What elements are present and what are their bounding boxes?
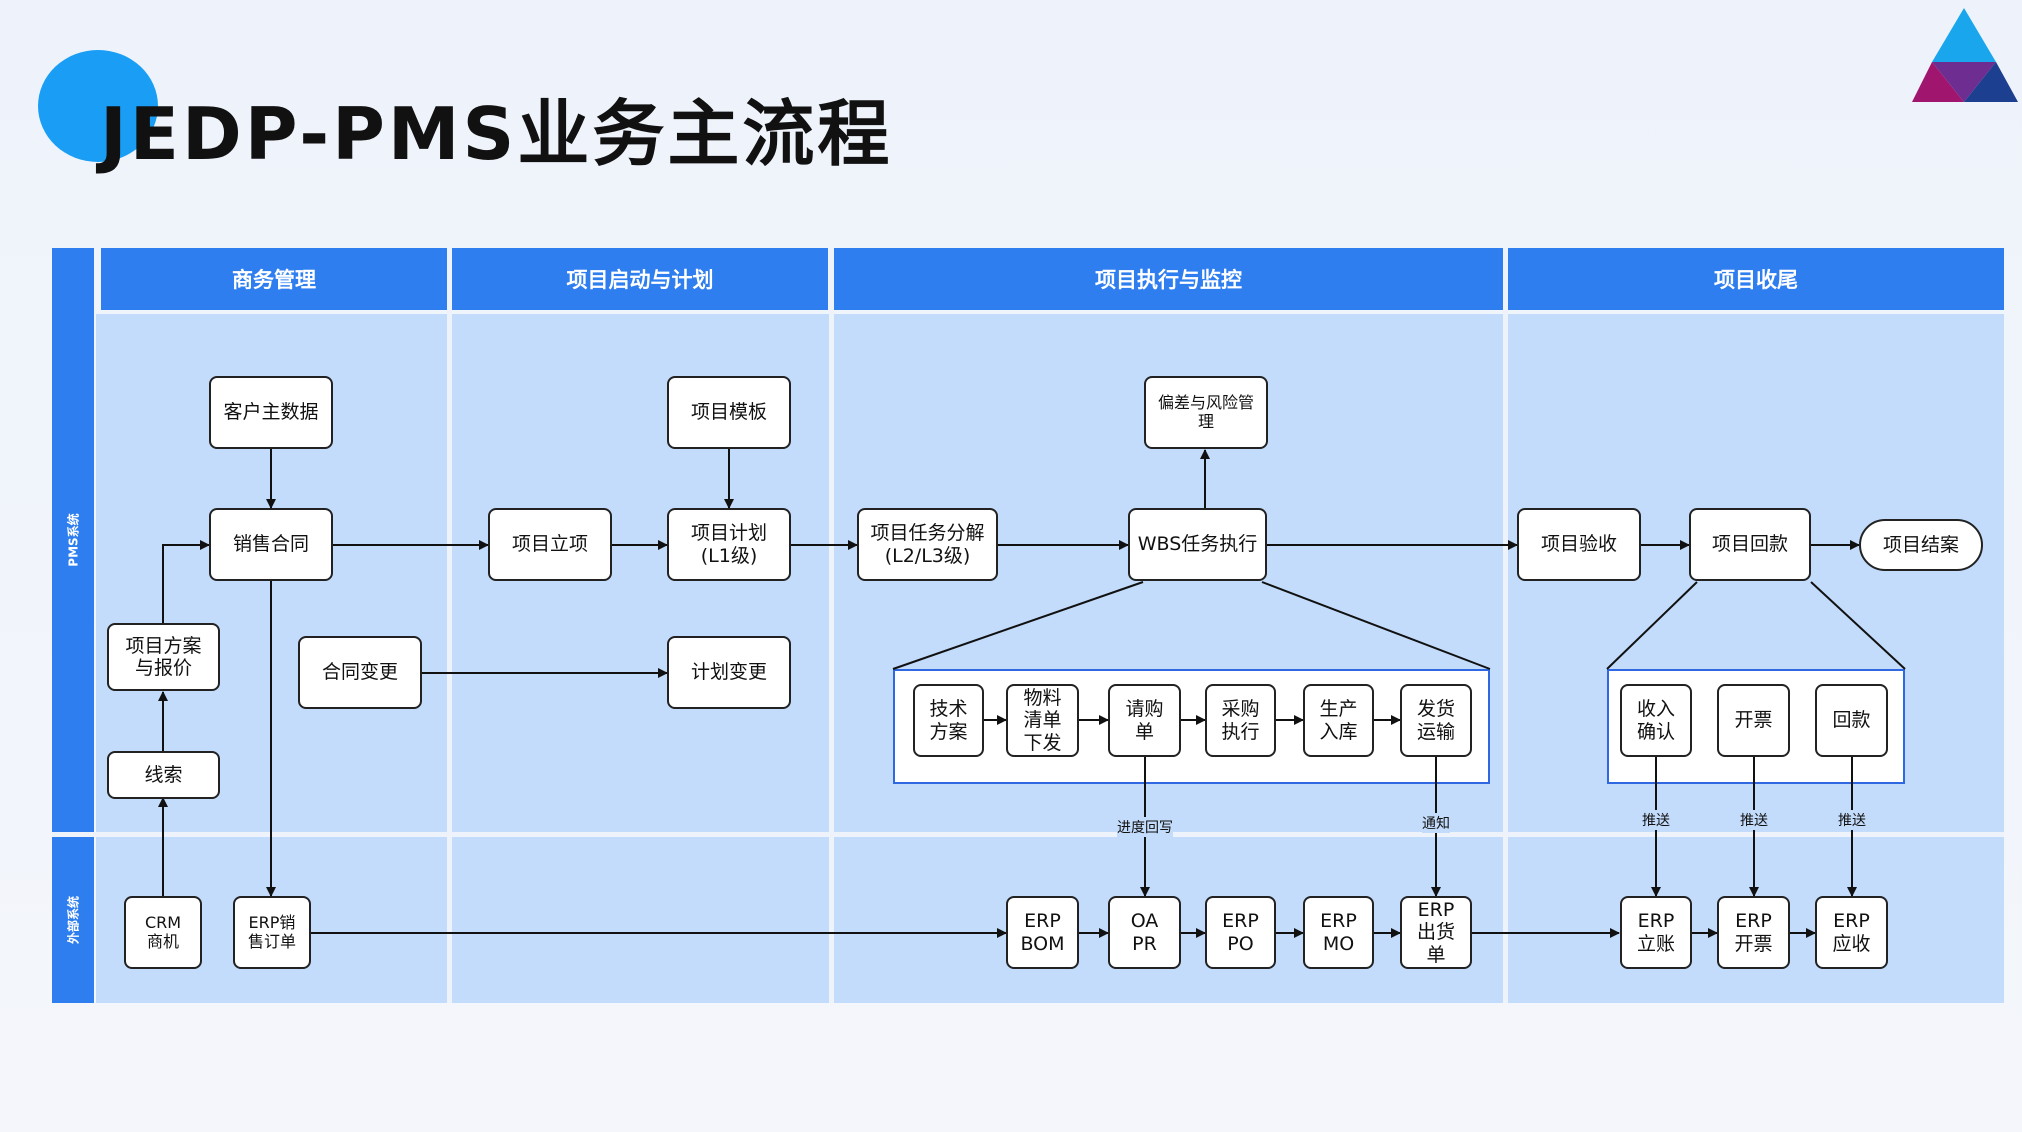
edge-label-progress-writeback: 进度回写 [1117, 817, 1173, 837]
node-erp-bom[interactable]: ERP BOM [1006, 896, 1079, 969]
node-erp-invoice[interactable]: ERP开票 [1717, 896, 1790, 969]
node-project-plan[interactable]: 项目计划(L1级) [667, 508, 791, 581]
phase-header-execution: 项目执行与监控 [834, 248, 1503, 310]
node-project-payment-collection[interactable]: 项目回款 [1689, 508, 1811, 581]
node-payment[interactable]: 回款 [1815, 684, 1888, 757]
execution-subprocess-frame [893, 669, 1490, 784]
node-production-warehousing[interactable]: 生产入库 [1303, 684, 1374, 757]
node-shipping-transport[interactable]: 发货运输 [1400, 684, 1472, 757]
title-accent-dot [38, 50, 158, 162]
node-project-closure[interactable]: 项目结案 [1859, 519, 1983, 571]
node-sales-contract[interactable]: 销售合同 [209, 508, 333, 581]
node-customer-master-data[interactable]: 客户主数据 [209, 376, 333, 449]
lane-label-pms: PMS系统 [52, 248, 94, 832]
node-erp-po[interactable]: ERP PO [1205, 896, 1276, 969]
brand-logo-icon [1912, 8, 2018, 102]
node-project-initiation[interactable]: 项目立项 [488, 508, 612, 581]
node-revenue-confirmation[interactable]: 收入确认 [1620, 684, 1692, 757]
page-title: JEDP-PMS业务主流程 [100, 92, 893, 176]
phase-header-initiation: 项目启动与计划 [452, 248, 828, 310]
column-divider [1503, 248, 1508, 1003]
node-contract-change[interactable]: 合同变更 [298, 636, 422, 709]
node-invoicing[interactable]: 开票 [1717, 684, 1790, 757]
node-project-proposal-quote[interactable]: 项目方案与报价 [107, 623, 220, 691]
edge-label-push: 推送 [1642, 810, 1670, 830]
node-erp-ledger[interactable]: ERP立账 [1620, 896, 1692, 969]
node-leads[interactable]: 线索 [107, 751, 220, 799]
column-divider [829, 248, 834, 1003]
phase-header-business: 商务管理 [101, 248, 447, 310]
node-erp-mo[interactable]: ERP MO [1303, 896, 1374, 969]
column-divider [447, 248, 452, 1003]
node-project-template[interactable]: 项目模板 [667, 376, 791, 449]
node-project-acceptance[interactable]: 项目验收 [1517, 508, 1641, 581]
node-task-decomposition[interactable]: 项目任务分解(L2/L3级) [857, 508, 998, 581]
node-erp-shipment[interactable]: ERP出货单 [1400, 896, 1472, 969]
edge-label-push: 推送 [1838, 810, 1866, 830]
lane-label-external: 外部系统 [52, 837, 94, 1003]
node-erp-sales-order[interactable]: ERP销售订单 [233, 896, 311, 969]
node-technical-plan[interactable]: 技术方案 [913, 684, 984, 757]
node-procurement-execution[interactable]: 采购执行 [1205, 684, 1276, 757]
node-oa-pr[interactable]: OA PR [1108, 896, 1181, 969]
node-wbs-execution[interactable]: WBS任务执行 [1128, 508, 1267, 581]
edge-label-notify: 通知 [1422, 813, 1450, 833]
edge-label-push: 推送 [1740, 810, 1768, 830]
node-crm-opportunity[interactable]: CRM商机 [124, 896, 202, 969]
node-purchase-requisition[interactable]: 请购单 [1108, 684, 1181, 757]
node-erp-receivable[interactable]: ERP应收 [1815, 896, 1888, 969]
node-material-list-release[interactable]: 物料清单下发 [1006, 684, 1079, 757]
phase-header-closing: 项目收尾 [1508, 248, 2004, 310]
node-plan-change[interactable]: 计划变更 [667, 636, 791, 709]
node-deviation-risk-mgmt[interactable]: 偏差与风险管理 [1144, 376, 1268, 449]
lane-divider [52, 832, 2004, 837]
